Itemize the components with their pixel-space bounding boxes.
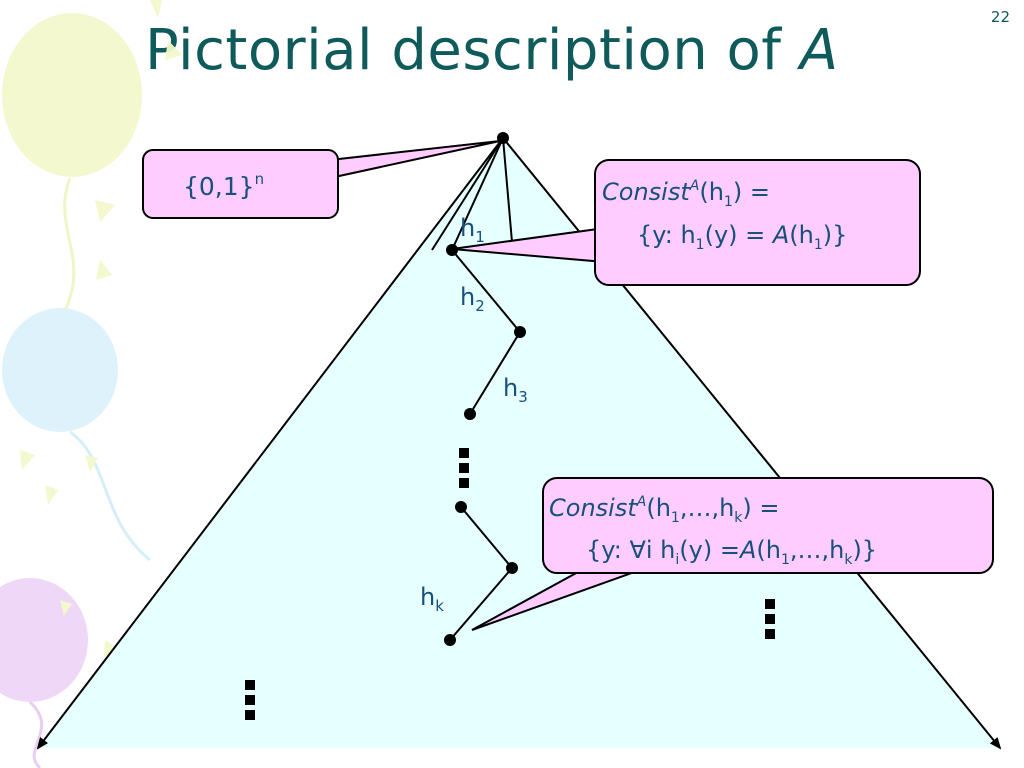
page-title: Pictorial description of A: [145, 18, 839, 83]
svg-text:{y: h1(y) = A(h1)}: {y: h1(y) = A(h1)}: [637, 221, 847, 253]
box-consist-hk: ConsistA(h1,…,hk) = {y: ∀i hi(y) =A(h1,……: [542, 477, 994, 574]
label-hk: hk: [420, 583, 444, 615]
balloon-blue-icon: [2, 308, 151, 562]
title-text: Pictorial description of: [145, 18, 800, 83]
path-node: [444, 634, 456, 646]
svg-text:ConsistA(h1) =: ConsistA(h1) =: [602, 178, 770, 210]
path-node: [506, 562, 518, 574]
box-consist-h1: ConsistA(h1) = {y: h1(y) = A(h1)}: [594, 159, 921, 286]
svg-text:{y: ∀i hi(y) =A(h1,…,hk)}: {y: ∀i hi(y) =A(h1,…,hk)}: [586, 536, 877, 568]
path-node: [514, 326, 526, 338]
tree-path: [444, 132, 526, 646]
callout-pointer-domain: [329, 140, 501, 180]
title-italic-a: A: [799, 18, 839, 83]
balloon-yellow-icon: [2, 0, 182, 321]
label-h1: h1: [460, 214, 485, 246]
path-node: [446, 244, 458, 256]
balloon-decoration: [0, 0, 182, 768]
page-number: 22: [990, 8, 1010, 26]
path-node: [464, 408, 476, 420]
label-h2: h2: [460, 283, 485, 315]
domain-text: {0,1}: [183, 172, 255, 201]
svg-text:{0,1}n: {0,1}n: [183, 170, 264, 201]
svg-text:ConsistA(h1,…,hk) =: ConsistA(h1,…,hk) =: [549, 494, 780, 526]
path-node: [455, 501, 467, 513]
path-node: [497, 132, 509, 144]
ellipsis-dots-icon: [245, 448, 775, 720]
label-h3: h3: [503, 374, 528, 406]
box-domain: {0,1}n: [142, 149, 339, 219]
